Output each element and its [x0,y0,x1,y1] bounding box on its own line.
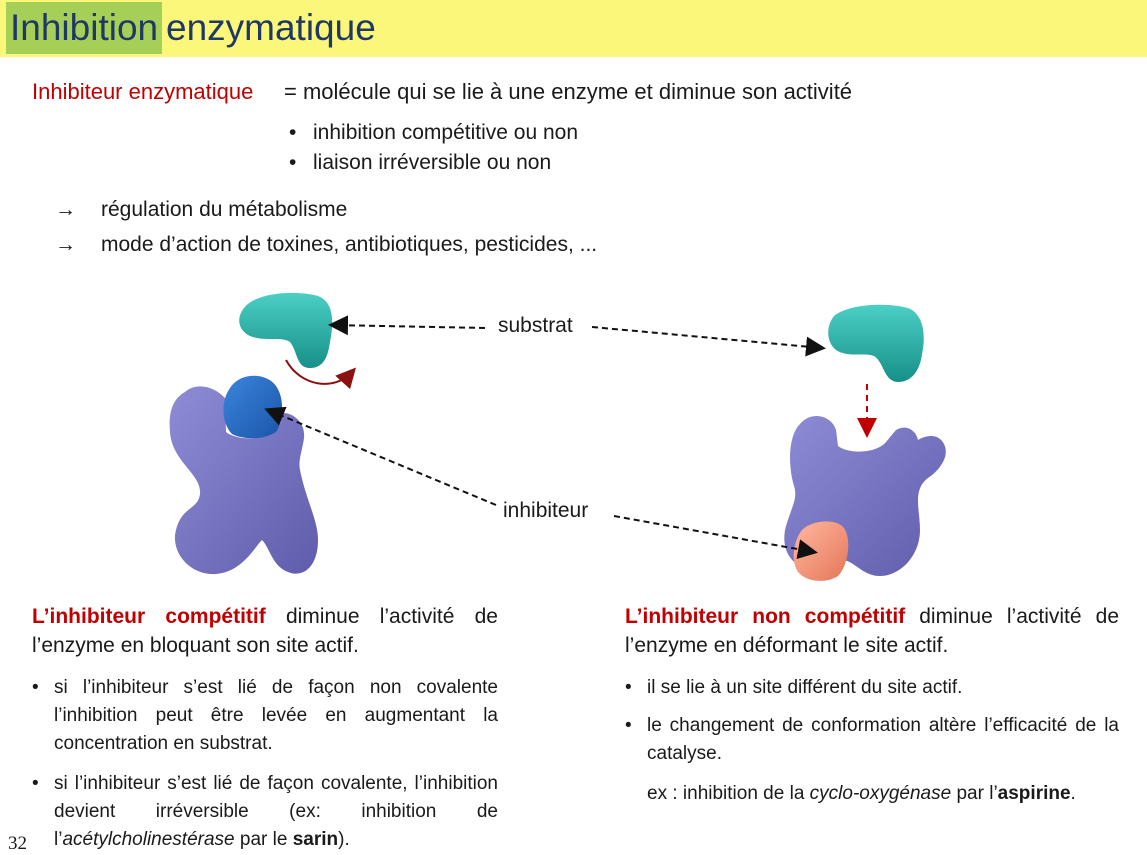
enzyme-name-acetylcholinesterase: acétylcholinestérase [62,829,235,850]
noncompetitive-description: L’inhibiteur non compétitif diminue l’ac… [625,602,1119,660]
enzyme-shape-competitive [169,386,318,575]
substrate-label: substrat [498,314,573,337]
definition-bullet-2: liaison irréversible ou non [313,151,552,174]
competitive-bullet-1: •si l’inhibiteur s’est lié de façon non … [32,677,498,754]
competitive-bullet-2-text: si l’inhibiteur s’est lié de façon coval… [54,773,498,850]
drug-name-aspirine: aspirine [997,783,1071,804]
substrat-leader-right [591,326,826,357]
noncompetitive-title: L’inhibiteur non compétitif [625,605,906,628]
page-number: 32 [8,833,27,854]
definition-bullet-1: inhibition compétitive ou non [313,121,579,144]
substrate-shape-right [828,304,924,382]
noncompetitive-inhibitor-shape [793,521,849,581]
noncompetitive-bullet-1: •il se lie à un site différent du site a… [625,677,963,698]
inhibitor-label: inhibiteur [503,499,589,522]
arrow-icon: → [55,198,76,221]
substrate-shape-left [239,292,333,368]
noncompetitive-bullet-2: •le changement de conformation altère l’… [625,715,1119,764]
inhibiteur-leader-left [264,406,497,506]
toxin-name-sarin: sarin [292,829,339,850]
noncompetitive-bullet-1-text: il se lie à un site différent du site ac… [647,677,963,698]
noncompetitive-text: diminue l’activité de l’enzyme en déform… [625,605,1120,657]
competitive-bullet-1-text: si l’inhibiteur s’est lié de façon non c… [54,677,498,754]
definition-bullet-mark: • [289,121,297,144]
consequence-item-1: régulation du métabolisme [101,198,348,221]
substrat-leader-left [328,315,486,336]
title-rest: enzymatique [166,7,376,48]
competitive-description: L’inhibiteur compétitif diminue l’activi… [32,602,498,660]
arrow-icon: → [55,233,76,256]
noncompetitive-bullet-2-text: le changement de conformation altère l’e… [647,715,1119,764]
inhibiteur-leader-right [613,515,818,560]
competitive-bullet-2-post: ). [338,829,350,850]
definition-term: Inhibiteur enzymatique [32,79,254,104]
competitive-bullet-2-mid: par le [234,829,293,850]
noncompetitive-example: ex : inhibition de la cyclo-oxygénase pa… [647,780,1119,808]
competitive-bullet-2: •si l’inhibiteur s’est lié de façon cova… [32,773,498,850]
competitive-title: L’inhibiteur compétitif [32,605,266,628]
curved-arrow [285,359,357,390]
example-pre: ex : inhibition de la [647,783,810,804]
example-post: . [1070,783,1076,804]
title-banner [0,0,1147,57]
competitive-text: diminue l’activité de l’enzyme en bloqua… [32,605,498,657]
competitive-inhibitor-shape [223,375,283,439]
definition-text: = molécule qui se lie à une enzyme et di… [284,79,853,104]
enzyme-name-cyclooxygenase: cyclo-oxygénase [809,783,952,804]
definition-bullet-mark: • [289,151,297,174]
consequence-item-2: mode d’action de toxines, antibiotiques,… [101,233,598,256]
example-mid: par l’ [951,783,998,804]
title-highlight: Inhibition [6,2,163,54]
